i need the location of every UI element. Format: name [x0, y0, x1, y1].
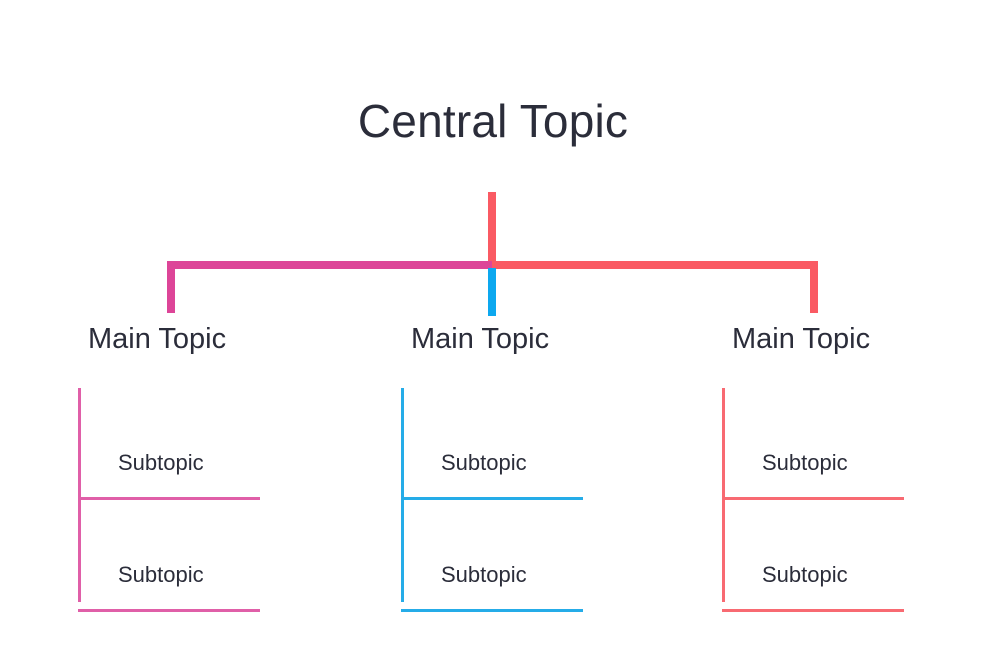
- connector-drop-right: [810, 261, 818, 313]
- subtopic-underline-2-1: [401, 497, 583, 500]
- subtopic-label-1-1: Subtopic: [118, 450, 204, 475]
- subtopic-item-2-2: Subtopic: [401, 500, 583, 612]
- subtopic-label-1-2: Subtopic: [118, 562, 204, 587]
- branch-spine-1: [78, 388, 81, 602]
- subtopic-underline-1-2: [78, 609, 260, 612]
- connector-drop-left: [167, 261, 175, 313]
- subtopic-item-3-2: Subtopic: [722, 500, 904, 612]
- main-topic-label-1: Main Topic: [88, 323, 227, 355]
- subtopic-item-1-2: Subtopic: [78, 500, 260, 612]
- connector-drop-center: [488, 268, 496, 316]
- central-topic-title: Central Topic: [357, 95, 629, 147]
- branch-spine-2: [401, 388, 404, 602]
- subtopic-item-1-1: Subtopic: [78, 388, 260, 500]
- main-topic-label-3: Main Topic: [732, 323, 871, 355]
- main-topic-label-2: Main Topic: [411, 323, 550, 355]
- connector-bus-left: [167, 261, 496, 269]
- subtopic-underline-3-1: [722, 497, 904, 500]
- branch-spine-3: [722, 388, 725, 602]
- connector-bus-right: [492, 261, 818, 269]
- subtopic-label-3-2: Subtopic: [762, 562, 848, 587]
- subtopic-item-2-1: Subtopic: [401, 388, 583, 500]
- subtopic-underline-1-1: [78, 497, 260, 500]
- connector-center-stem: [488, 192, 496, 268]
- subtopic-underline-3-2: [722, 609, 904, 612]
- subtopic-label-2-1: Subtopic: [441, 450, 527, 475]
- subtopic-item-3-1: Subtopic: [722, 388, 904, 500]
- subtopic-label-3-1: Subtopic: [762, 450, 848, 475]
- subtopic-label-2-2: Subtopic: [441, 562, 527, 587]
- subtopic-underline-2-2: [401, 609, 583, 612]
